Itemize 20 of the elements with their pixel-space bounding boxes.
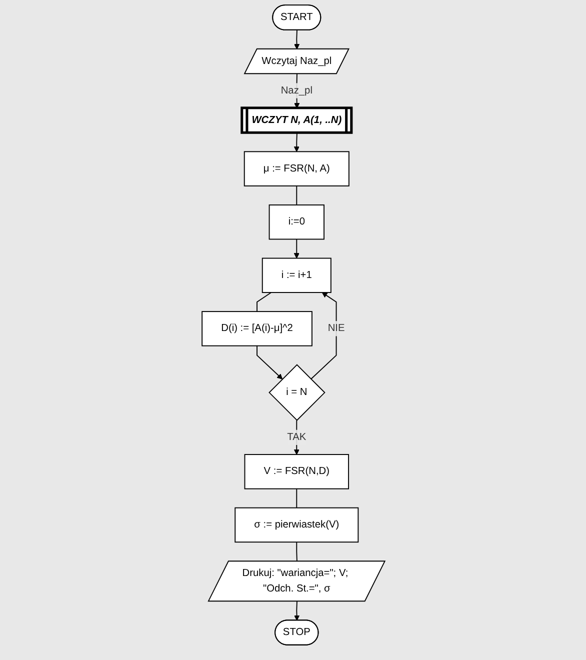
connector [296,488,297,508]
arrow [310,292,336,380]
edge-label: NIE [327,322,344,334]
node-box: μ := FSR(N, A) [243,151,349,186]
arrow [293,132,299,152]
node-diamond: i = N [268,364,325,421]
node-box: D(i) := [A(i)-μ]^2 [201,311,312,346]
node-box: V := FSR(N,D) [244,454,349,490]
edge-label: Naz_pl [280,85,312,96]
connector [296,185,297,206]
arrow [294,30,300,50]
connector [256,292,272,312]
arrow [256,345,282,380]
node-box: i := i+1 [261,258,331,293]
node-box: σ := pierwiastek(V) [234,507,358,543]
connector [296,542,297,562]
arrow [294,600,300,621]
arrow [293,238,299,258]
node-box: i:=0 [268,204,324,240]
edge-label: TAK [286,432,306,442]
